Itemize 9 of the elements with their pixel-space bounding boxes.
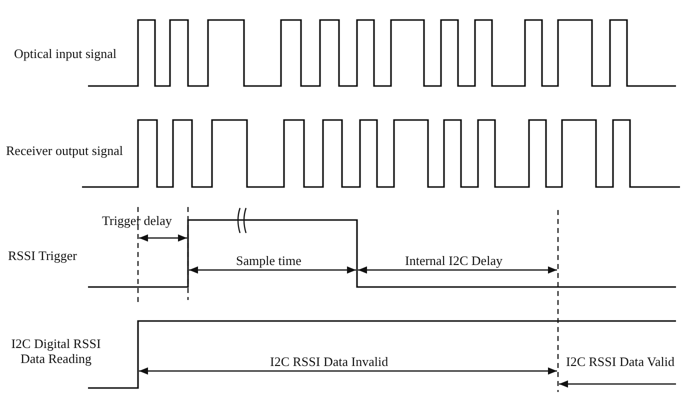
time-label: Internal I2C Delay — [405, 253, 502, 268]
time-label: I2C RSSI Data Invalid — [270, 354, 388, 369]
signal-name: Receiver output signal — [6, 143, 123, 158]
time-label: I2C RSSI Data Valid — [566, 354, 674, 369]
signal-name: RSSI Trigger — [8, 248, 77, 263]
time-label: Trigger delay — [102, 213, 172, 228]
time-label: Sample time — [236, 253, 302, 268]
signal-name: I2C Digital RSSI Data Reading — [10, 336, 102, 366]
signal-name: Optical input signal — [14, 46, 117, 61]
